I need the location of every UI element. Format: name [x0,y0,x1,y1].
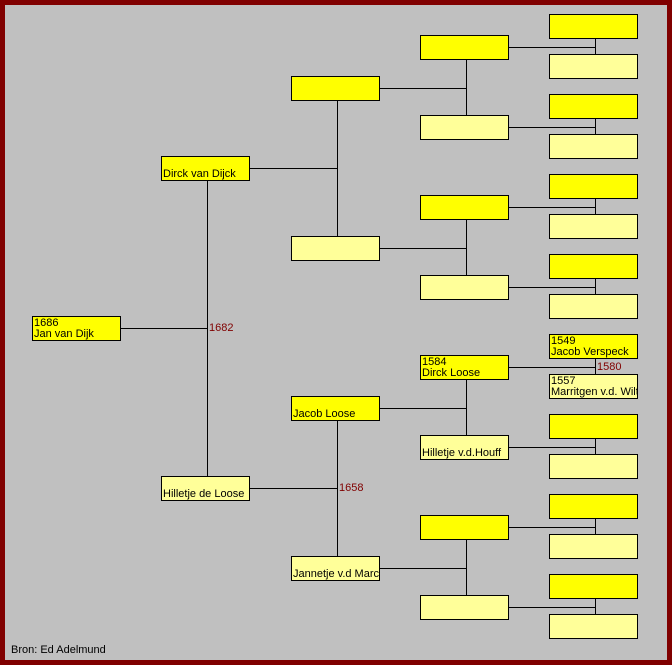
empty-person-box[interactable] [549,494,638,519]
connector-line [595,279,596,294]
birth-year: 1557 [551,375,576,387]
empty-person-box[interactable] [549,134,638,159]
empty-person-box[interactable] [549,614,638,639]
birth-year: 1549 [551,335,576,347]
connector-line [466,540,467,595]
empty-person-box[interactable] [420,195,509,220]
person-name: Dirck van Dijck [163,168,236,180]
empty-person-box[interactable] [291,236,380,261]
marriage-year: 1682 [209,322,234,334]
birth-year: 1584 [422,356,447,368]
connector-line [120,328,207,329]
empty-person-box[interactable] [549,14,638,39]
person-box[interactable]: Jannetje v.d Marck [291,556,380,581]
person-name: Hilletje v.d.Houff [422,447,502,459]
connector-line [207,181,208,476]
connector-line [466,220,467,275]
empty-person-box[interactable] [549,254,638,279]
marriage-year: 1580 [597,361,622,373]
empty-person-box[interactable] [549,94,638,119]
empty-person-box[interactable] [549,294,638,319]
connector-line [508,47,595,48]
connector-line [595,599,596,614]
connector-line [466,60,467,115]
person-box[interactable]: Hilletje v.d.Houff [420,435,509,460]
empty-person-box[interactable] [420,115,509,140]
connector-line [466,380,467,435]
person-name: Jacob Verspeck [551,346,629,358]
connector-line [379,248,466,249]
connector-line [249,488,337,489]
empty-person-box[interactable] [549,574,638,599]
person-name: Jannetje v.d Marck [293,568,380,580]
person-box[interactable]: Hilletje de Loose [161,476,250,501]
person-name: Marritgen v.d. Wilt [551,386,638,398]
connector-line [595,119,596,134]
connector-line [508,527,595,528]
connector-line [379,568,466,569]
empty-person-box[interactable] [549,454,638,479]
empty-person-box[interactable] [291,76,380,101]
connector-line [379,408,466,409]
connector-line [379,88,466,89]
connector-line [595,439,596,454]
connector-line [595,39,596,54]
empty-person-box[interactable] [549,174,638,199]
connector-line [337,421,338,556]
person-box[interactable]: Jacob Loose [291,396,380,421]
connector-line [337,101,338,236]
empty-person-box[interactable] [549,54,638,79]
connector-line [595,519,596,534]
birth-year: 1686 [34,317,59,329]
person-name: Dirck Loose [422,367,481,379]
person-name: Jacob Loose [293,408,356,420]
empty-person-box[interactable] [549,534,638,559]
connector-line [595,199,596,214]
empty-person-box[interactable] [420,515,509,540]
connector-line [508,607,595,608]
person-box[interactable]: Dirck van Dijck [161,156,250,181]
empty-person-box[interactable] [549,414,638,439]
connector-line [595,359,596,374]
person-name: Jan van Dijk [34,328,94,340]
empty-person-box[interactable] [420,595,509,620]
connector-line [508,207,595,208]
connector-line [508,127,595,128]
connector-line [508,447,595,448]
marriage-year: 1658 [339,482,364,494]
connector-line [508,287,595,288]
empty-person-box[interactable] [549,214,638,239]
connector-line [508,367,595,368]
empty-person-box[interactable] [420,35,509,60]
person-name: Hilletje de Loose [163,488,245,500]
empty-person-box[interactable] [420,275,509,300]
source-label: Bron: Ed Adelmund [11,644,106,656]
connector-line [249,168,337,169]
